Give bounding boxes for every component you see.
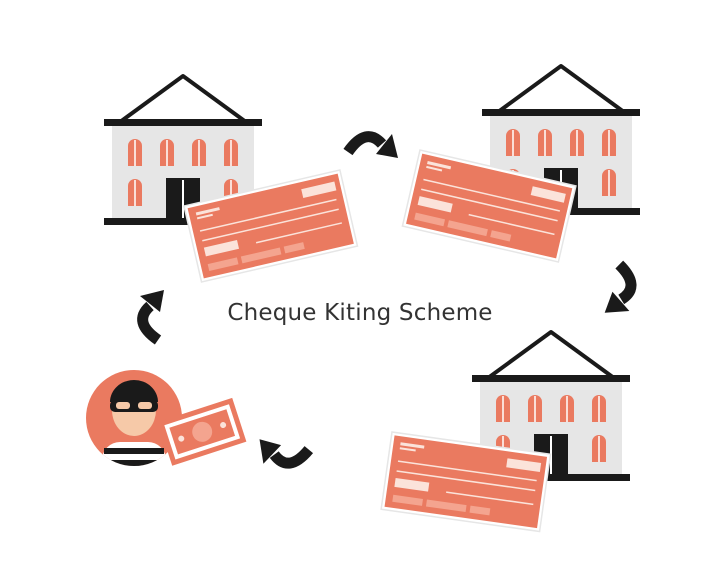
- cycle-arrow-icon: [605, 263, 637, 316]
- masked-thief-icon: [86, 370, 182, 466]
- cycle-arrow-icon: [257, 439, 309, 467]
- arrow-bank3-to-fraudster: [257, 439, 309, 467]
- arrow-fraudster-to-bank1: [140, 290, 164, 340]
- arrow-bank2-to-bank3: [605, 263, 637, 316]
- fraudster: [86, 370, 182, 466]
- banknote-icon: [158, 397, 247, 466]
- cycle-arrow-icon: [348, 134, 398, 158]
- cycle-arrow-icon: [140, 290, 164, 340]
- arrow-bank1-to-bank2: [348, 134, 398, 158]
- cash: [158, 397, 247, 466]
- diagram-title: Cheque Kiting Scheme: [227, 300, 493, 326]
